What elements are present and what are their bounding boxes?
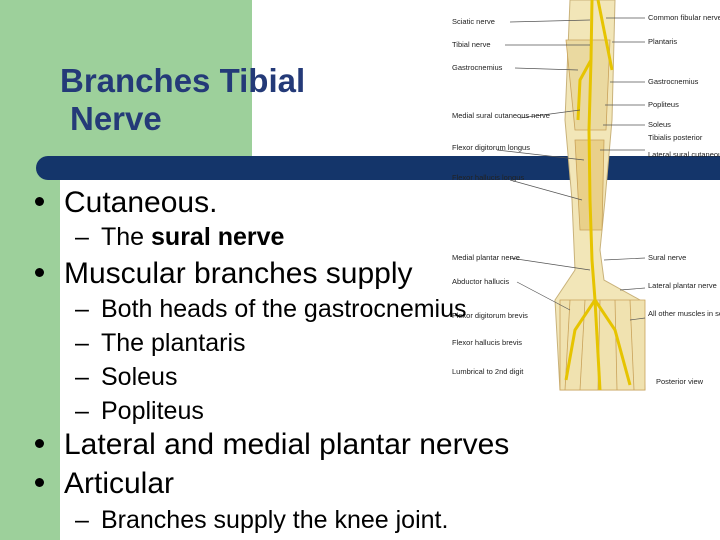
sub-bullet-dash: – <box>75 363 89 391</box>
bullet-cutaneous: Cutaneous. <box>35 186 217 220</box>
bullet-text: Muscular branches supply <box>64 257 413 290</box>
title-line-1: Branches Tibial <box>60 62 306 99</box>
bullet-plantar-nerves: Lateral and medial plantar nerves <box>35 428 509 462</box>
sub-bullet-dash: – <box>75 295 89 323</box>
figure-label-posterior-view: Posterior view <box>656 377 704 386</box>
figure-label-tibial-nerve: Tibial nerve <box>452 40 491 49</box>
sub-bullet-plantaris: –The plantaris <box>75 329 246 358</box>
bullet-dot <box>35 196 44 206</box>
figure-label-lumbrical: Lumbrical to 2nd digit <box>452 367 524 376</box>
green-left-strip <box>0 0 60 540</box>
leader-lines <box>496 17 646 321</box>
figure-label-sciatic-nerve: Sciatic nerve <box>452 17 495 26</box>
bullet-text: Lateral and medial plantar nerves <box>64 428 510 461</box>
figure-label-lateral-sural: Lateral sural cutaneous nerve <box>648 150 720 159</box>
bullet-muscular: Muscular branches supply <box>35 257 413 291</box>
figure-label-gastrocnemius-left: Gastrocnemius <box>452 63 503 72</box>
title-line-2: Nerve <box>70 100 162 137</box>
figure-label-medial-plantar: Medial plantar nerve <box>452 253 520 262</box>
figure-label-plantaris: Plantaris <box>648 37 677 46</box>
sub-bullet-text: Branches supply the knee joint. <box>101 506 449 534</box>
sub-bullet-knee-joint: –Branches supply the knee joint. <box>75 506 448 535</box>
bullet-dot <box>35 438 44 448</box>
figure-label-popliteus: Popliteus <box>648 100 679 109</box>
figure-label-fdl: Flexor digitorum longus <box>452 143 530 152</box>
figure-label-abductor-hallucis: Abductor hallucis <box>452 277 509 286</box>
bullet-text: Articular <box>64 467 175 500</box>
bullet-text: Cutaneous. <box>64 186 218 219</box>
bullet-articular: Articular <box>35 467 174 501</box>
figure-label-medial-sural: Medial sural cutaneous nerve <box>452 111 550 120</box>
figure-label-fhl: Flexor hallucis longus <box>452 173 524 182</box>
tibial-nerve-anatomy-figure: Sciatic nerve Tibial nerve Gastrocnemius… <box>452 0 720 391</box>
figure-label-soleus: Soleus <box>648 120 671 129</box>
bullet-dot <box>35 477 44 487</box>
figure-label-common-fibular: Common fibular nerve <box>648 13 720 22</box>
figure-label-tibialis-posterior: Tibialis posterior <box>648 133 703 142</box>
sub-bullet-dash: – <box>75 397 89 425</box>
sub-bullet-text: The plantaris <box>101 329 246 357</box>
sub-bullet-dash: – <box>75 329 89 357</box>
figure-label-lateral-plantar: Lateral plantar nerve <box>648 281 717 290</box>
figure-label-sural-nerve: Sural nerve <box>648 253 686 262</box>
sub-bullet-text: Soleus <box>101 363 178 391</box>
nerve-paths <box>564 0 632 391</box>
sub-bullet-gastrocnemius: –Both heads of the gastrocnemius <box>75 295 467 324</box>
sub-bullet-soleus: –Soleus <box>75 363 177 392</box>
leg-illustration <box>554 0 646 391</box>
sub-bullet-popliteus: –Popliteus <box>75 397 204 426</box>
slide-title: Branches Tibial Nerve <box>60 62 390 138</box>
sub-bullet-dash: – <box>75 223 89 251</box>
bullet-dot <box>35 267 44 277</box>
figure-label-other-muscles: All other muscles in sole of foot <box>648 309 720 318</box>
sub-bullet-text: Both heads of the gastrocnemius <box>101 295 467 323</box>
figure-label-fhb: Flexor hallucis brevis <box>452 338 522 347</box>
figure-label-gastrocnemius-right: Gastrocnemius <box>648 77 699 86</box>
figure-label-fdb: Flexor digitorum brevis <box>452 311 528 320</box>
sub-bullet-bold-text: sural nerve <box>151 223 285 251</box>
sub-bullet-dash: – <box>75 506 89 534</box>
sub-bullet-sural: –The sural nerve <box>75 223 284 252</box>
sub-bullet-text: Popliteus <box>101 397 204 425</box>
sub-bullet-text: The <box>101 223 152 251</box>
